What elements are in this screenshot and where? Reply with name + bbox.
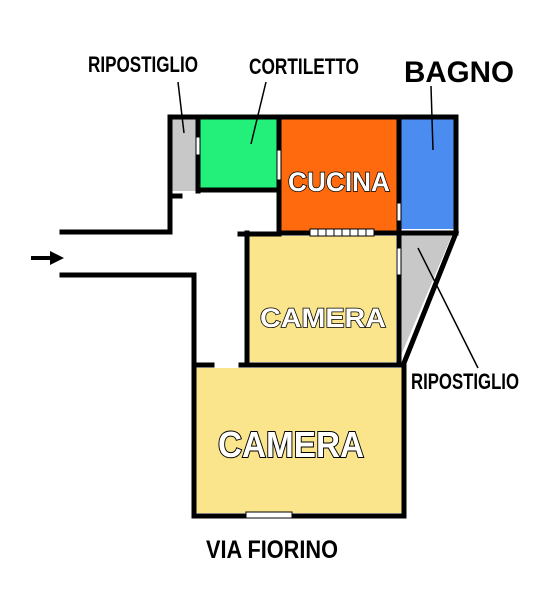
cortiletto-room — [200, 119, 277, 189]
ripostiglio-top-room — [172, 119, 197, 191]
street-label: VIA FIORINO — [206, 536, 338, 564]
camera-lower-label: CAMERA — [218, 424, 364, 465]
cortiletto-label: CORTILETTO — [249, 54, 359, 79]
cucina-room — [280, 119, 398, 233]
ripostiglio-right-room — [399, 235, 452, 360]
camera-lower-room — [195, 368, 402, 513]
bagno-label: BAGNO — [404, 56, 514, 89]
bagno-room — [401, 119, 454, 229]
camera-upper-room — [249, 236, 396, 362]
walls — [59, 114, 460, 519]
cucina-label: CUCINA — [288, 167, 390, 197]
kitchen-counter — [309, 228, 375, 237]
ripostiglio-right-label: RIPOSTIGLIO — [411, 369, 519, 394]
camera-upper-label: CAMERA — [260, 303, 386, 333]
door-marks — [195, 136, 402, 519]
leader-lines — [177, 81, 479, 369]
ripostiglio-top-label: RIPOSTIGLIO — [88, 52, 198, 77]
arrow-right-icon — [31, 251, 64, 265]
